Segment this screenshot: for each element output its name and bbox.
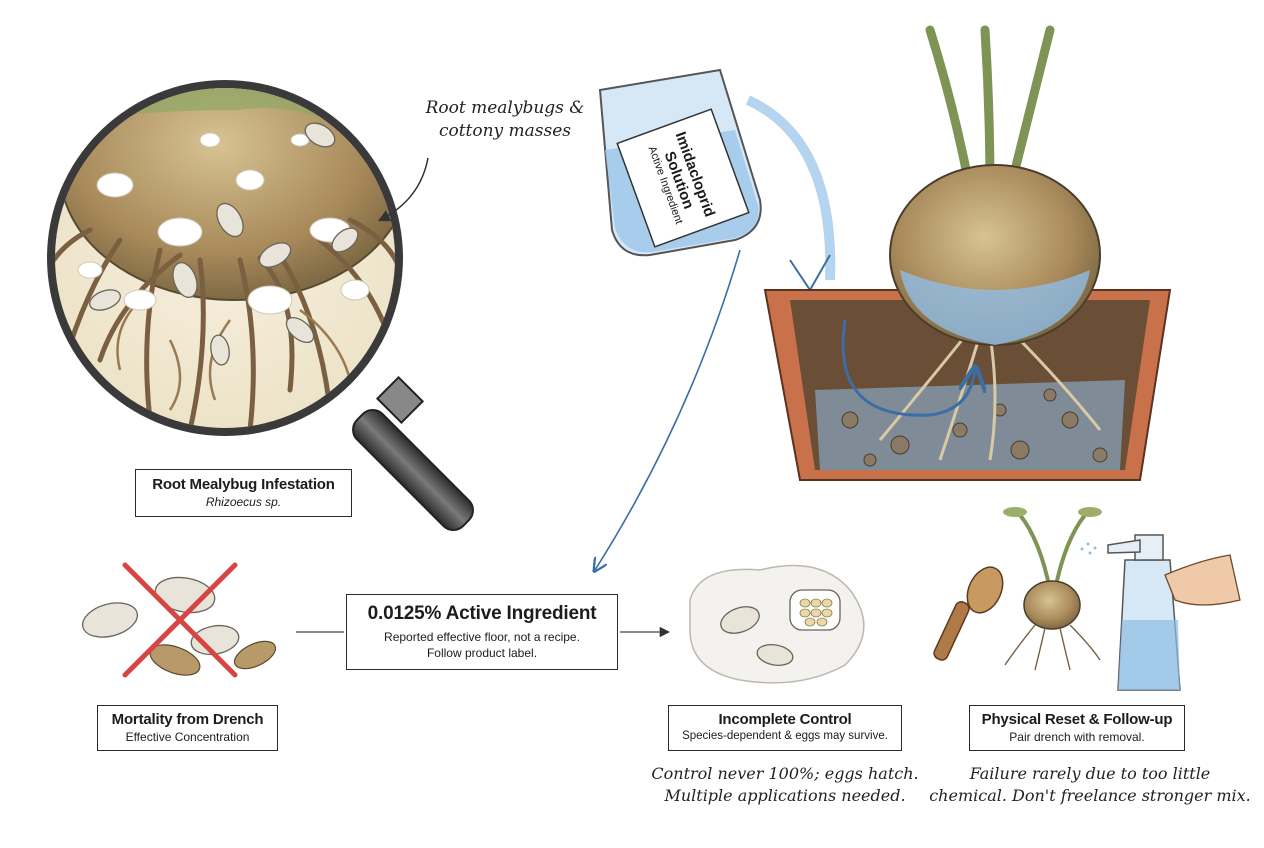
mortality-label: Mortality from Drench Effective Concentr…: [97, 705, 278, 751]
magnifying-glass-icon: [47, 80, 474, 531]
uptake-arrow: [841, 319, 975, 417]
mortality-title: Mortality from Drench: [111, 711, 264, 728]
connector-beaker-to-concentration: [595, 249, 741, 570]
incomplete-title: Incomplete Control: [718, 711, 852, 728]
incomplete-note-line-2: Multiple applications needed.: [664, 785, 906, 805]
reset-label: Physical Reset & Follow-up Pair drench w…: [969, 705, 1185, 751]
concentration-title: 0.0125% Active Ingredient: [367, 603, 597, 624]
incomplete-note-line-1: Control never 100%; eggs hatch.: [651, 764, 919, 783]
hand-icon: [1164, 554, 1241, 606]
bare-root-plant-icon: [1003, 507, 1102, 671]
concentration-label: 0.0125% Active Ingredient Reported effec…: [346, 594, 618, 670]
infestation-label: Root Mealybug Infestation Rhizoecus sp.: [135, 469, 352, 517]
pour-stream: [745, 95, 836, 281]
callout-line-2: cottony masses: [438, 120, 572, 141]
brush-icon: [933, 566, 1004, 661]
infestation-subtitle: Rhizoecus sp.: [205, 495, 282, 509]
incomplete-subtitle: Species-dependent & eggs may survive.: [682, 730, 888, 742]
reset-note-line-2: chemical. Don't freelance stronger mix.: [929, 785, 1251, 805]
callout-label: Root mealybugs & cottony masses: [420, 97, 590, 143]
infestation-title: Root Mealybug Infestation: [152, 476, 335, 493]
concentration-line-1: Reported effective floor, not a recipe.: [384, 630, 580, 644]
incomplete-label: Incomplete Control Species-dependent & e…: [668, 705, 902, 751]
reset-subtitle: Pair drench with removal.: [1009, 730, 1145, 744]
incomplete-note: Control never 100%; eggs hatch. Multiple…: [640, 763, 930, 806]
mortality-subtitle: Effective Concentration: [125, 730, 250, 744]
egg-mass-icon: [689, 564, 865, 684]
flow-arrow-down: [789, 254, 831, 292]
dead-mealybugs-icon: [81, 562, 277, 678]
reset-note-line-1: Failure rarely due to too little: [969, 764, 1211, 783]
cross-icon: [122, 562, 238, 678]
reset-note: Failure rarely due to too little chemica…: [925, 763, 1255, 806]
reset-title: Physical Reset & Follow-up: [981, 711, 1173, 728]
potted-caudex-icon: [763, 25, 1172, 481]
beaker-icon: [598, 68, 762, 257]
callout-arrow: [377, 157, 429, 222]
concentration-line-2: Follow product label.: [426, 646, 538, 660]
callout-line-1: Root mealybugs &: [425, 98, 585, 118]
spray-bottle-icon: [1080, 534, 1241, 691]
